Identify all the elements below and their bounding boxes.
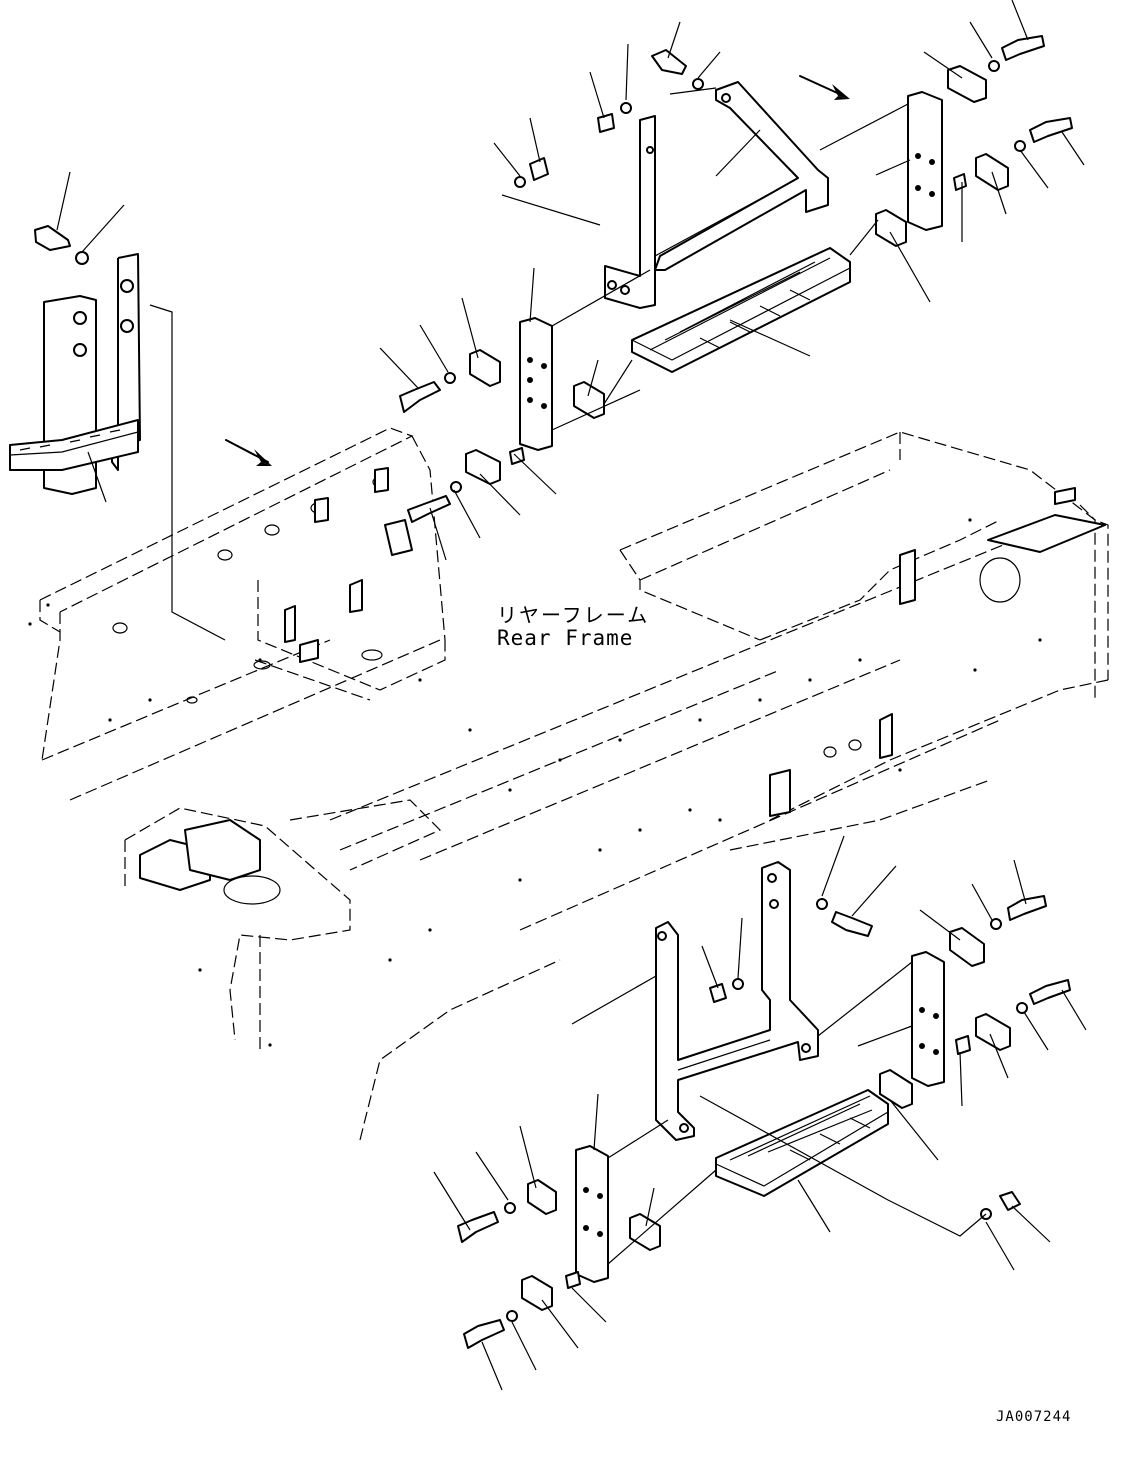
upper-left-bolt [34, 225, 89, 265]
lower-bracket [655, 861, 819, 1141]
lower-fasteners [457, 895, 1071, 1349]
upper-step-tread [631, 247, 851, 373]
lower-right-plate [911, 951, 945, 1087]
upper-right-plate [907, 91, 943, 231]
lower-step-tread [715, 1089, 889, 1197]
upper-left-step [9, 253, 141, 495]
upper-fasteners [399, 35, 1073, 523]
frame-holes [28, 476, 1042, 1047]
rear-frame-label-en: Rear Frame [497, 626, 634, 650]
upper-shims [465, 65, 1009, 485]
upper-left-plate [519, 317, 553, 451]
drawing-id: JA007244 [996, 1409, 1072, 1425]
rear-frame-outline [39, 427, 1109, 1141]
lower-left-plate [575, 1145, 609, 1283]
arrow-icon [225, 439, 272, 466]
arrow-icon [799, 75, 850, 100]
frame-bosses [139, 467, 1106, 891]
upper-right-bracket [604, 81, 829, 309]
leader-lines [56, 0, 1087, 1391]
rear-frame-label-jp: リヤーフレーム [497, 603, 650, 627]
